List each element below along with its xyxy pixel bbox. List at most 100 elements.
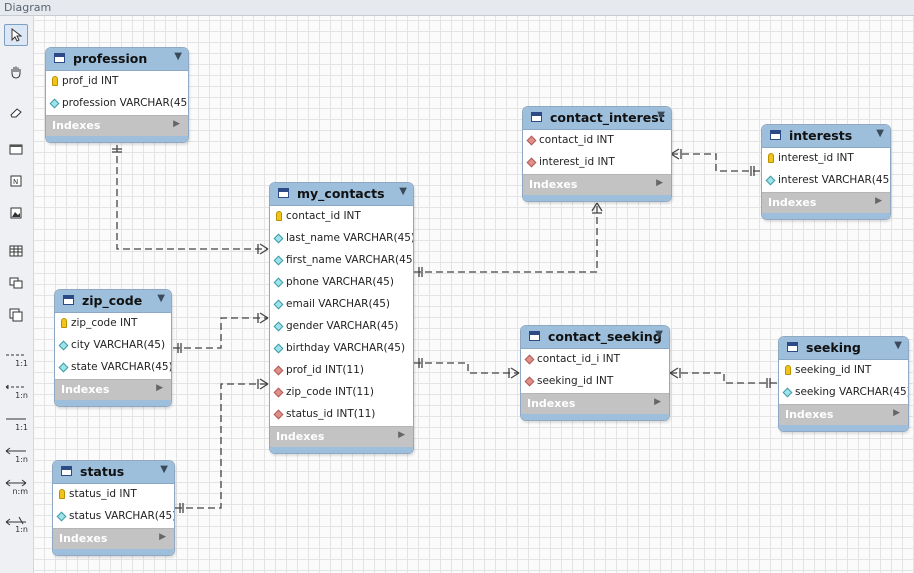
indexes-section[interactable]: Indexes▶: [55, 379, 171, 400]
column-row[interactable]: prof_id INT(11): [270, 360, 413, 382]
collapse-triangle-icon[interactable]: ▼: [876, 128, 884, 139]
table-icon[interactable]: [4, 240, 28, 262]
table-header[interactable]: interests ▼: [762, 125, 890, 148]
note-icon[interactable]: N: [4, 170, 28, 192]
column-row[interactable]: last_name VARCHAR(45): [270, 228, 413, 250]
column-diamond-icon: [273, 299, 284, 310]
table-header[interactable]: profession ▼: [46, 48, 188, 71]
expand-triangle-icon[interactable]: ▶: [173, 119, 180, 129]
expand-triangle-icon[interactable]: ▶: [656, 178, 663, 188]
column-row[interactable]: interest VARCHAR(45): [762, 170, 890, 192]
column-diamond-icon: [49, 98, 60, 109]
column-row[interactable]: contact_id_i INT: [521, 349, 669, 371]
relationship-1-1-identifying-icon[interactable]: 1:1: [4, 408, 28, 432]
column-row[interactable]: seeking VARCHAR(45): [779, 382, 908, 404]
table-icon: [531, 112, 542, 122]
rel-label: n:m: [12, 487, 28, 496]
column-row[interactable]: zip_code INT(11): [270, 382, 413, 404]
expand-triangle-icon[interactable]: ▶: [654, 397, 661, 407]
column-row[interactable]: birthday VARCHAR(45): [270, 338, 413, 360]
column-row[interactable]: status VARCHAR(45): [53, 506, 174, 528]
link-my_contacts-contact_seeking: [414, 362, 519, 374]
layer-icon[interactable]: [4, 138, 28, 160]
table-header[interactable]: contact_interest ▼: [523, 107, 671, 130]
expand-triangle-icon[interactable]: ▶: [159, 532, 166, 542]
table-my-contacts[interactable]: my_contacts ▼ contact_id INT last_name V…: [269, 182, 414, 454]
collapse-triangle-icon[interactable]: ▼: [174, 51, 182, 62]
indexes-section[interactable]: Indexes▶: [762, 192, 890, 213]
rel-label: 1:n: [15, 455, 28, 464]
expand-triangle-icon[interactable]: ▶: [893, 408, 900, 418]
primary-key-icon: [785, 365, 791, 375]
relationship-1-n-icon[interactable]: 1:n: [4, 376, 28, 400]
relationship-1-n-identifying-icon[interactable]: 1:n: [4, 440, 28, 464]
column-row[interactable]: interest_id INT: [762, 148, 890, 170]
table-seeking[interactable]: seeking ▼ seeking_id INT seeking VARCHAR…: [778, 336, 909, 432]
relationship-existing-columns-icon[interactable]: 1:n: [4, 510, 28, 534]
collapse-triangle-icon[interactable]: ▼: [655, 329, 663, 340]
table-header[interactable]: contact_seeking ▼: [521, 326, 669, 349]
table-status[interactable]: status ▼ status_id INT status VARCHAR(45…: [52, 460, 175, 556]
column-row[interactable]: phone VARCHAR(45): [270, 272, 413, 294]
column-row[interactable]: email VARCHAR(45): [270, 294, 413, 316]
indexes-section[interactable]: Indexes▶: [779, 404, 908, 425]
column-row[interactable]: prof_id INT: [46, 71, 188, 93]
table-name: profession: [73, 51, 148, 66]
foreign-key-diamond-icon: [526, 135, 537, 146]
column-row[interactable]: status_id INT: [53, 484, 174, 506]
indexes-section[interactable]: Indexes▶: [270, 426, 413, 447]
column-row[interactable]: city VARCHAR(45): [55, 335, 171, 357]
table-contact-interest[interactable]: contact_interest ▼ contact_id INT intere…: [522, 106, 672, 202]
column-row[interactable]: contact_id INT: [523, 130, 671, 152]
expand-triangle-icon[interactable]: ▶: [156, 383, 163, 393]
rel-label: 1:1: [15, 423, 28, 432]
indexes-section[interactable]: Indexes▶: [521, 393, 669, 414]
column-row[interactable]: interest_id INT: [523, 152, 671, 174]
expand-triangle-icon[interactable]: ▶: [875, 196, 882, 206]
column-row[interactable]: profession VARCHAR(45): [46, 93, 188, 115]
column-row[interactable]: first_name VARCHAR(45): [270, 250, 413, 272]
table-header[interactable]: my_contacts ▼: [270, 183, 413, 206]
column-row[interactable]: seeking_id INT: [779, 360, 908, 382]
collapse-triangle-icon[interactable]: ▼: [399, 186, 407, 197]
eraser-icon[interactable]: [4, 101, 28, 123]
column-row[interactable]: gender VARCHAR(45): [270, 316, 413, 338]
collapse-triangle-icon[interactable]: ▼: [657, 110, 665, 121]
table-footer: [270, 447, 413, 453]
column-row[interactable]: seeking_id INT: [521, 371, 669, 393]
table-header[interactable]: seeking ▼: [779, 337, 908, 360]
table-zip-code[interactable]: zip_code ▼ zip_code INT city VARCHAR(45)…: [54, 289, 172, 407]
link-contact_seeking-seeking: [670, 372, 777, 384]
table-interests[interactable]: interests ▼ interest_id INT interest VAR…: [761, 124, 891, 220]
collapse-triangle-icon[interactable]: ▼: [894, 340, 902, 351]
column-row[interactable]: zip_code INT: [55, 313, 171, 335]
column-diamond-icon: [273, 255, 284, 266]
select-pointer-icon[interactable]: [4, 24, 28, 46]
table-header[interactable]: zip_code ▼: [55, 290, 171, 313]
indexes-section[interactable]: Indexes▶: [523, 174, 671, 195]
collapse-triangle-icon[interactable]: ▼: [160, 464, 168, 475]
table-profession[interactable]: profession ▼ prof_id INT profession VARC…: [45, 47, 189, 143]
table-icon: [61, 466, 72, 476]
routine-group-icon[interactable]: [4, 304, 28, 326]
view-icon[interactable]: [4, 272, 28, 294]
table-contact-seeking[interactable]: contact_seeking ▼ contact_id_i INT seeki…: [520, 325, 670, 421]
table-header[interactable]: status ▼: [53, 461, 174, 484]
column-row[interactable]: contact_id INT: [270, 206, 413, 228]
relationship-1-1-icon[interactable]: 1:1: [4, 344, 28, 368]
column-row[interactable]: status_id INT(11): [270, 404, 413, 426]
column-diamond-icon: [765, 175, 776, 186]
indexes-section[interactable]: Indexes▶: [53, 528, 174, 549]
column-row[interactable]: state VARCHAR(45): [55, 357, 171, 379]
table-footer: [523, 195, 671, 201]
collapse-triangle-icon[interactable]: ▼: [157, 293, 165, 304]
table-name: contact_interest: [550, 110, 665, 125]
expand-triangle-icon[interactable]: ▶: [398, 430, 405, 440]
relationship-n-m-icon[interactable]: n:m: [4, 472, 28, 496]
image-icon[interactable]: [4, 202, 28, 224]
indexes-section[interactable]: Indexes▶: [46, 115, 188, 136]
link-my_contacts-contact_interest: [414, 203, 598, 273]
hand-pan-icon[interactable]: [4, 61, 28, 83]
table-icon: [63, 295, 74, 305]
